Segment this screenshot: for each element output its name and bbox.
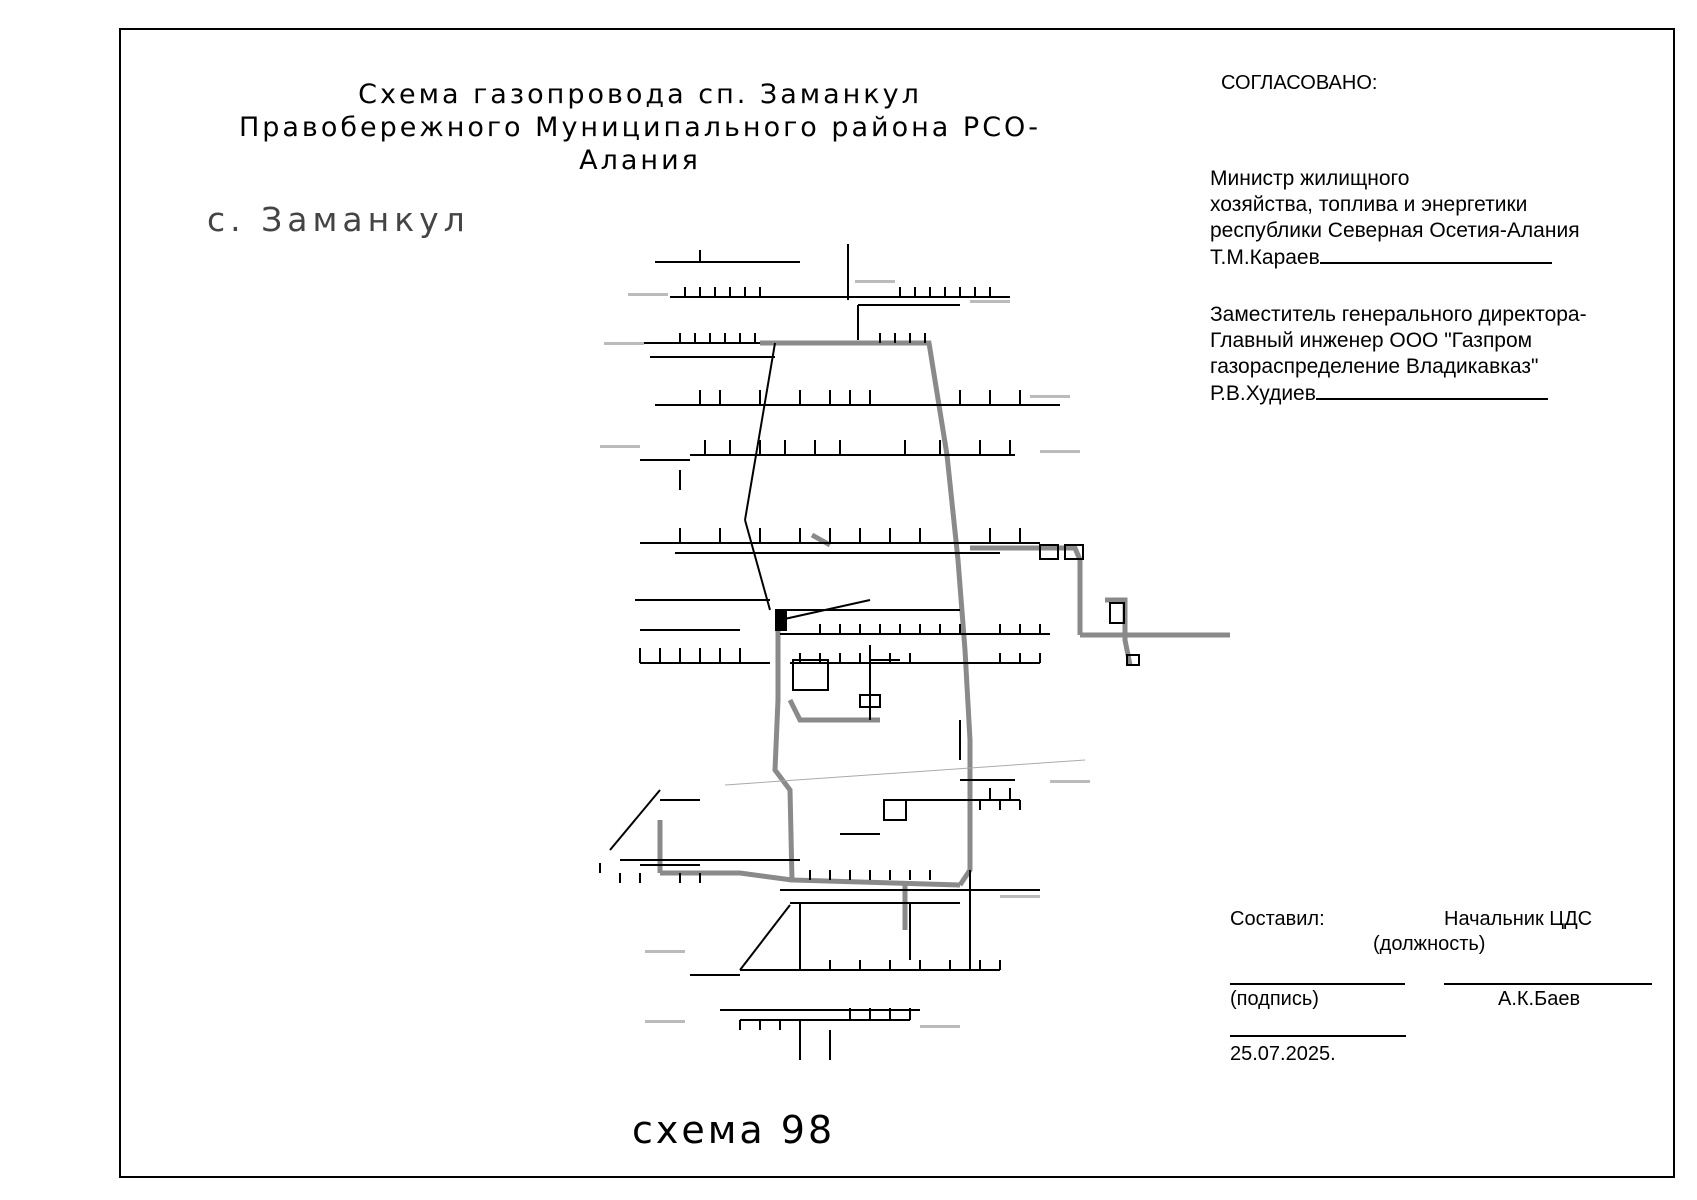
approver-2-line-1: Заместитель генерального директора-	[1210, 303, 1587, 326]
street-label-placeholders	[600, 280, 1090, 1028]
village-label: с. Заманкул	[207, 200, 470, 239]
approver-1-line-3: республики Северная Осетия-Алания	[1210, 219, 1580, 242]
signature-line	[1230, 983, 1405, 985]
thin-boundary-line	[724, 759, 1086, 786]
approver-1-name: Т.М.Караев	[1210, 246, 1320, 269]
position-caption: (должность)	[1373, 933, 1486, 955]
approver-2-block: Заместитель генерального директора- Глав…	[1210, 302, 1587, 407]
compiled-name: А.К.Баев	[1498, 988, 1581, 1010]
approver-1-signature-line	[1319, 244, 1552, 264]
title-line-2: Правобережного Муниципального района РСО…	[238, 112, 1042, 176]
facilities	[775, 544, 1140, 821]
approver-2-line-3: газораспределение Владикавказ"	[1210, 355, 1539, 378]
approver-1-line-2: хозяйства, топлива и энергетики	[1210, 193, 1528, 216]
drawing-frame	[119, 28, 1675, 1178]
date-line	[1230, 1035, 1406, 1037]
main-pipeline	[657, 340, 1230, 930]
compiled-date: 25.07.2025.	[1230, 1043, 1336, 1065]
signature-caption: (подпись)	[1230, 988, 1319, 1010]
approval-heading: СОГЛАСОВАНО:	[1221, 72, 1378, 94]
compiled-position: Начальник ЦДС	[1444, 908, 1593, 930]
approver-1-line-1: Министр жилищного	[1210, 167, 1410, 190]
approver-2-name: Р.В.Худиев	[1210, 382, 1316, 405]
distribution-lines	[609, 244, 1060, 1060]
approver-1-signature-row: Т.М.Караев	[1210, 244, 1580, 271]
compiled-label: Составил:	[1230, 908, 1325, 930]
approver-2-line-2: Главный инженер ООО "Газпром	[1210, 329, 1533, 352]
name-line	[1444, 983, 1652, 985]
service-taps	[599, 287, 1041, 1030]
approver-1-block: Министр жилищного хозяйства, топлива и э…	[1210, 166, 1580, 271]
approver-2-signature-row: Р.В.Худиев	[1210, 380, 1587, 407]
title-line-1: Схема газопровода сп. Заманкул	[358, 79, 922, 110]
drawing-title: Схема газопровода сп. Заманкул Правобере…	[180, 78, 1100, 177]
approver-2-signature-line	[1315, 380, 1548, 400]
scheme-number: схема 98	[632, 1108, 836, 1152]
